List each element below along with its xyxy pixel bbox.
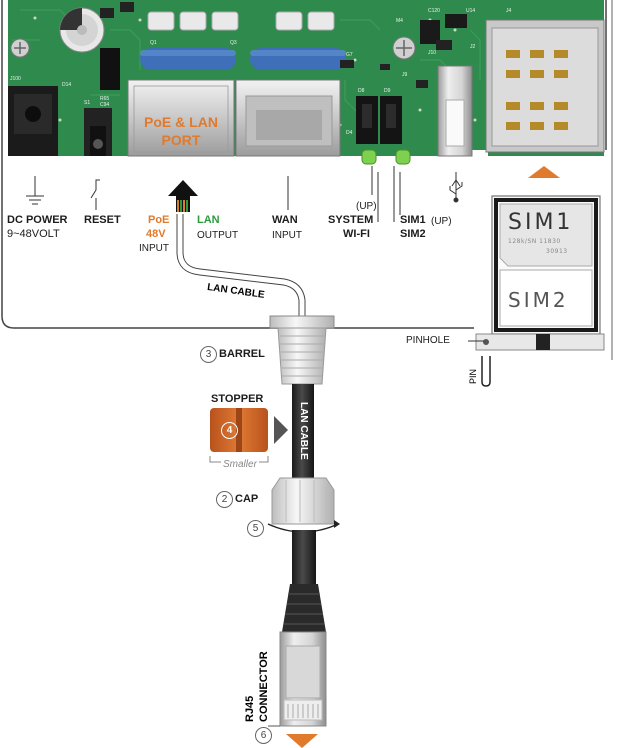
step4-number: 4 [221, 422, 238, 439]
silkscreen-label: M4 [396, 18, 403, 24]
sim1-up-label: (UP) [431, 216, 452, 227]
system-up-label: (UP) [356, 201, 377, 212]
silkscreen-label: J9 [402, 72, 408, 78]
silkscreen-label: D14 [62, 82, 71, 88]
pinhole-label: PINHOLE [406, 335, 450, 346]
silkscreen-labels: J100 D14 R65 C94 S1 Q1 Q3 D8 D9 D4 G7 J9… [10, 8, 512, 136]
step3-number: 3 [200, 346, 217, 363]
stopper-label: STOPPER [211, 393, 264, 405]
down-arrow-icon [286, 734, 318, 748]
sim-insert-arrow-icon [528, 166, 560, 178]
silkscreen-label: J100 [10, 76, 21, 82]
lower-cable [292, 530, 316, 586]
silkscreen-label: Q3 [230, 40, 237, 46]
barrel [269, 315, 335, 385]
pin-icon [481, 356, 491, 387]
lan-label: LAN [197, 214, 220, 226]
sim1-card-label: SIM1 [508, 210, 574, 235]
lan-output-label: OUTPUT [197, 230, 239, 241]
poe-wire-colors [177, 200, 188, 212]
cap-label: CAP [235, 493, 259, 505]
system-label: SYSTEM [328, 214, 374, 226]
sim2-card-label: SIM2 [508, 288, 569, 312]
silkscreen-label: C94 [100, 102, 109, 108]
silkscreen-label: D4 [346, 130, 353, 136]
reset-label: RESET [84, 214, 121, 226]
rj45-boot [282, 584, 326, 632]
insertion-arrow-icon [168, 180, 198, 212]
silkscreen-label: D8 [358, 88, 365, 94]
step5-number: 5 [247, 520, 264, 537]
sim1-card-code: 128k/SN 11830 [508, 238, 561, 245]
poe-lan-port-subtitle: PORT [161, 132, 201, 148]
cap [271, 477, 335, 525]
silkscreen-label: G7 [346, 52, 353, 58]
pin-label: PIN [468, 368, 478, 384]
stopper-note: Smaller [221, 458, 259, 471]
poe-lan-port-title: PoE & LAN [144, 114, 218, 130]
sim-tray [475, 195, 605, 351]
step2-number: 2 [216, 491, 233, 508]
sim1-led-label: SIM1 [400, 214, 426, 226]
poe-label: PoE [148, 214, 170, 226]
sim1-card-code-2: 30913 [546, 248, 568, 255]
dc-power-range: 9~48VOLT [7, 228, 60, 240]
rj45-plug [279, 631, 327, 727]
silkscreen-label: J4 [506, 8, 512, 14]
step6-number: 6 [255, 727, 272, 744]
wifi-label: WI-FI [343, 228, 370, 240]
rj45-label: RJ45 [244, 695, 256, 722]
wan-input-label: INPUT [272, 230, 302, 241]
pointer-lines [26, 166, 463, 222]
silkscreen-label: Q1 [150, 40, 157, 46]
connector-label: CONNECTOR [258, 651, 270, 722]
lan-cable-body [292, 384, 314, 478]
silkscreen-label: J2 [470, 44, 476, 50]
silkscreen-label: D9 [384, 88, 391, 94]
silkscreen-label: U14 [466, 8, 475, 14]
stopper [210, 408, 288, 452]
dc-power-label: DC POWER [7, 214, 68, 226]
barrel-label: BARREL [219, 348, 265, 360]
enclosure-outline [1, 0, 613, 360]
poe-48v-label: 48V [146, 228, 166, 240]
poe-input-label: INPUT [139, 243, 169, 254]
pcb-board [8, 0, 605, 165]
silkscreen-label: C120 [428, 8, 440, 14]
wan-label: WAN [272, 214, 298, 226]
silkscreen-label: J10 [428, 50, 436, 56]
silkscreen-label: R65 [100, 96, 109, 102]
lan-cable-body-label: LAN CABLE [298, 402, 309, 460]
silkscreen-label: S1 [84, 100, 90, 106]
sim2-led-label: SIM2 [400, 228, 426, 240]
